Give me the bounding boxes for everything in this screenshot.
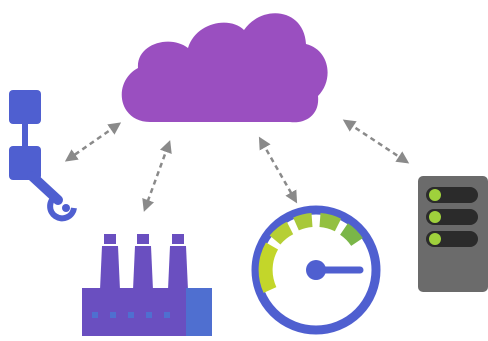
arrow-cloud-robot — [64, 122, 122, 162]
arrow-cloud-gauge — [258, 136, 298, 204]
cloud-icon — [121, 13, 328, 123]
connection-arrows — [64, 119, 410, 212]
arrow-cloud-factory — [142, 140, 172, 212]
factory-icon — [82, 234, 212, 336]
robotic-arm-icon — [9, 90, 77, 222]
arrow-cloud-server — [342, 119, 410, 164]
server-icon — [418, 176, 488, 292]
gauge-icon — [251, 205, 381, 335]
